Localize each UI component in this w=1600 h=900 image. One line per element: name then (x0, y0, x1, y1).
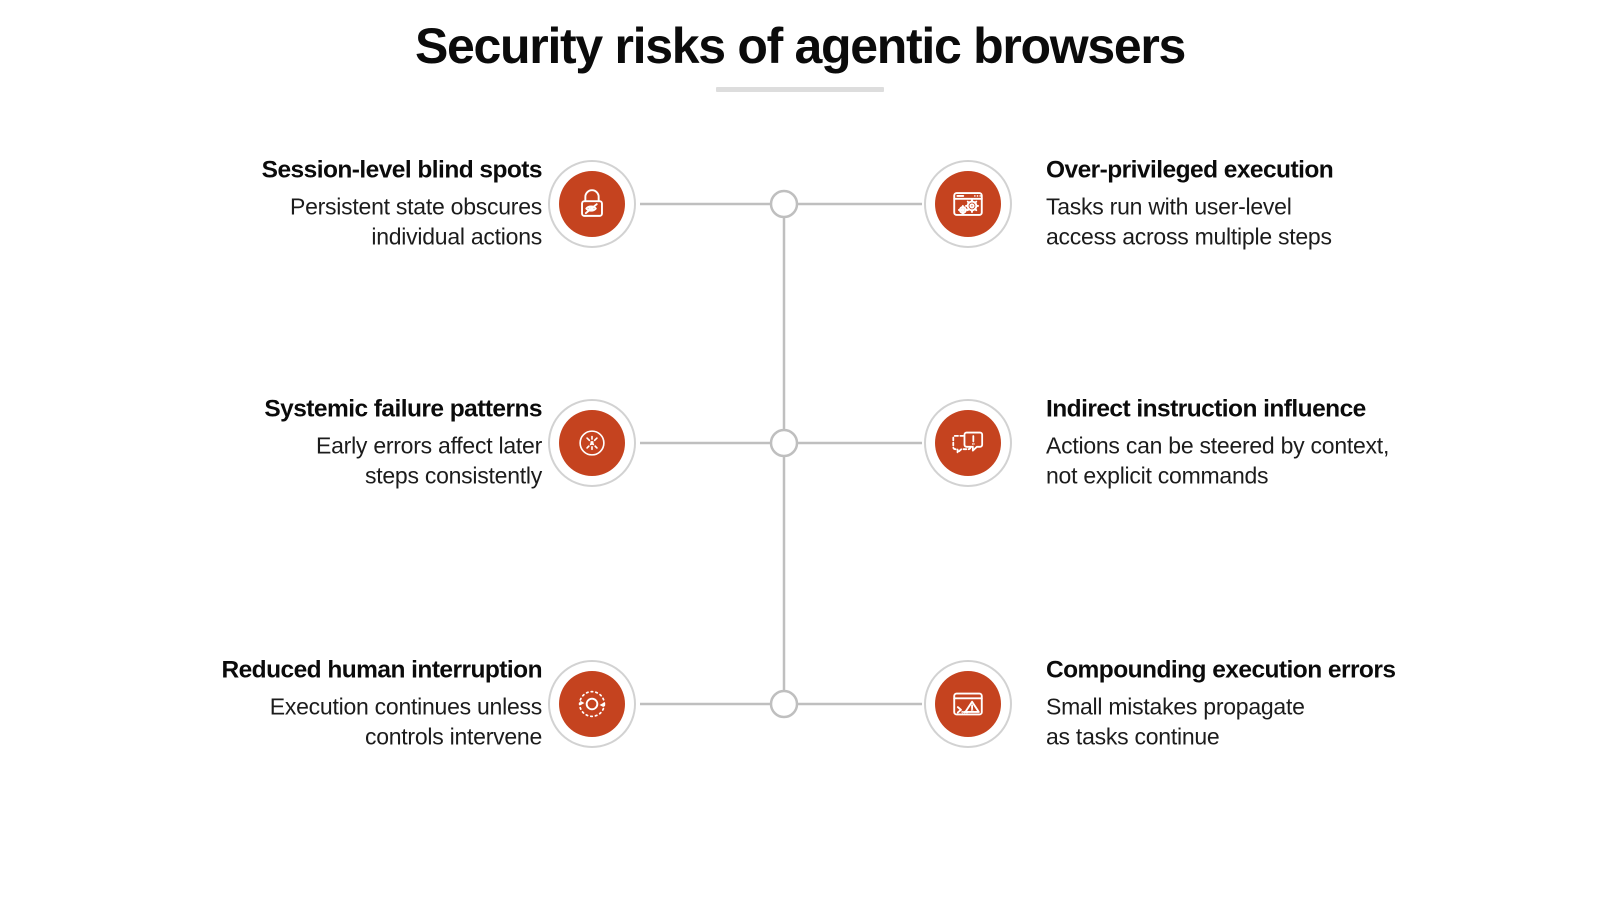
risk-description-line: as tasks continue (1046, 722, 1220, 749)
risk-badge-systemic-failure-patterns[interactable] (548, 399, 636, 487)
risk-title: Session-level blind spots (261, 156, 543, 184)
risk-text-indirect-instruction-influence: Indirect instruction influence Actions c… (1046, 395, 1389, 490)
hub-node-middle (769, 428, 799, 458)
hub-node-top (769, 189, 799, 219)
page-title: Security risks of agentic browsers (414, 18, 1186, 74)
risk-title: Reduced human interruption (221, 656, 542, 684)
risk-description-line: Tasks run with user-level (1046, 193, 1292, 220)
risk-description-line: not explicit commands (1046, 461, 1269, 488)
badge-disc (935, 671, 1001, 737)
risk-description: Early errors affect later steps consiste… (264, 431, 542, 490)
risk-title: Systemic failure patterns (264, 395, 542, 423)
browser-window-gears-icon (953, 192, 983, 216)
risk-badge-reduced-human-interruption[interactable] (548, 660, 636, 748)
risk-text-over-privileged-execution: Over-privileged execution Tasks run with… (1046, 156, 1334, 251)
risk-description: Persistent state obscures individual act… (262, 192, 542, 251)
risk-badge-over-privileged-execution[interactable] (924, 160, 1012, 248)
risk-badge-session-level-blind-spots[interactable] (548, 160, 636, 248)
risk-description-line: Small mistakes propagate (1046, 693, 1305, 720)
risk-description: Small mistakes propagate as tasks contin… (1046, 692, 1395, 751)
risk-description-line: Early errors affect later (316, 432, 542, 459)
risk-description-line: Persistent state obscures (290, 193, 542, 220)
risk-description: Tasks run with user-level access across … (1046, 192, 1333, 251)
risk-text-session-level-blind-spots: Session-level blind spots Persistent sta… (261, 156, 543, 251)
title-block: Security risks of agentic browsers (0, 0, 1600, 92)
terminal-warning-icon (953, 692, 983, 716)
risk-description-line: steps consistently (364, 461, 542, 488)
badge-disc (559, 171, 625, 237)
risk-text-systemic-failure-patterns: Systemic failure patterns Early errors a… (264, 395, 542, 490)
risk-text-reduced-human-interruption: Reduced human interruption Execution con… (221, 656, 542, 751)
risk-title: Over-privileged execution (1046, 156, 1334, 184)
risk-description-line: individual actions (371, 222, 542, 249)
risk-description-line: Actions can be steered by context, (1046, 432, 1390, 459)
risk-description: Actions can be steered by context, not e… (1046, 431, 1389, 490)
risk-badge-compounding-execution-errors[interactable] (924, 660, 1012, 748)
badge-disc (559, 410, 625, 476)
risk-description-line: Execution continues unless (269, 693, 542, 720)
broken-network-node-icon (579, 430, 605, 456)
dual-speech-bubble-alert-icon (952, 431, 984, 454)
hub-node-bottom (769, 689, 799, 719)
continuous-loop-cycle-icon (578, 690, 606, 718)
padlock-eye-slash-icon (581, 189, 603, 217)
risk-description-line: controls intervene (364, 722, 542, 749)
risk-title: Indirect instruction influence (1046, 395, 1366, 423)
badge-disc (559, 671, 625, 737)
badge-disc (935, 171, 1001, 237)
risk-badge-indirect-instruction-influence[interactable] (924, 399, 1012, 487)
risk-description-line: access across multiple steps (1046, 222, 1332, 249)
risk-description: Execution continues unless controls inte… (221, 692, 542, 751)
risk-text-compounding-execution-errors: Compounding execution errors Small mista… (1046, 656, 1396, 751)
risk-title: Compounding execution errors (1046, 656, 1396, 684)
badge-disc (935, 410, 1001, 476)
title-divider (716, 87, 884, 92)
